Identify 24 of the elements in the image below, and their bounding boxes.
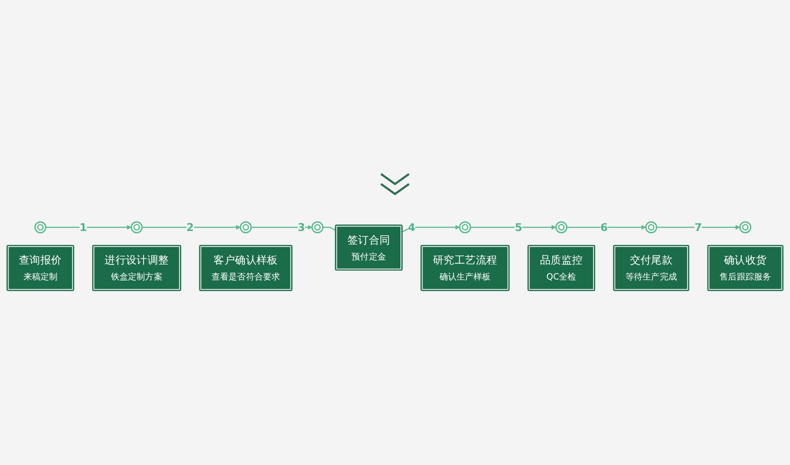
process-box: 品质监控 QC全检 — [528, 246, 594, 290]
process-box: 研究工艺流程 确认生产样板 — [422, 246, 508, 290]
connector-line — [322, 226, 337, 232]
arrow — [142, 225, 241, 230]
step-marker — [240, 221, 252, 234]
step-marker — [311, 221, 324, 234]
process-box: 确认收货 售后跟踪服务 — [708, 246, 782, 290]
arrow — [566, 225, 646, 230]
step-marker — [645, 221, 658, 234]
step-marker — [34, 221, 46, 234]
arrow — [46, 225, 132, 230]
process-box: 交付尾款 等待生产完成 — [614, 246, 688, 290]
process-box: 查询报价 来稿定制 — [8, 246, 73, 290]
step-marker — [130, 221, 143, 234]
arrow — [251, 225, 312, 230]
step-marker — [739, 221, 752, 234]
arrow — [656, 225, 740, 230]
step-marker — [555, 221, 568, 234]
process-box: 进行设计调整 铁盒定制方案 — [93, 246, 180, 290]
arrow — [400, 225, 460, 234]
step-marker — [459, 221, 472, 234]
process-box: 客户确认样板 查看是否符合要求 — [200, 246, 292, 290]
process-box: 签订合同 预付定金 — [336, 226, 402, 270]
arrow — [470, 225, 556, 230]
